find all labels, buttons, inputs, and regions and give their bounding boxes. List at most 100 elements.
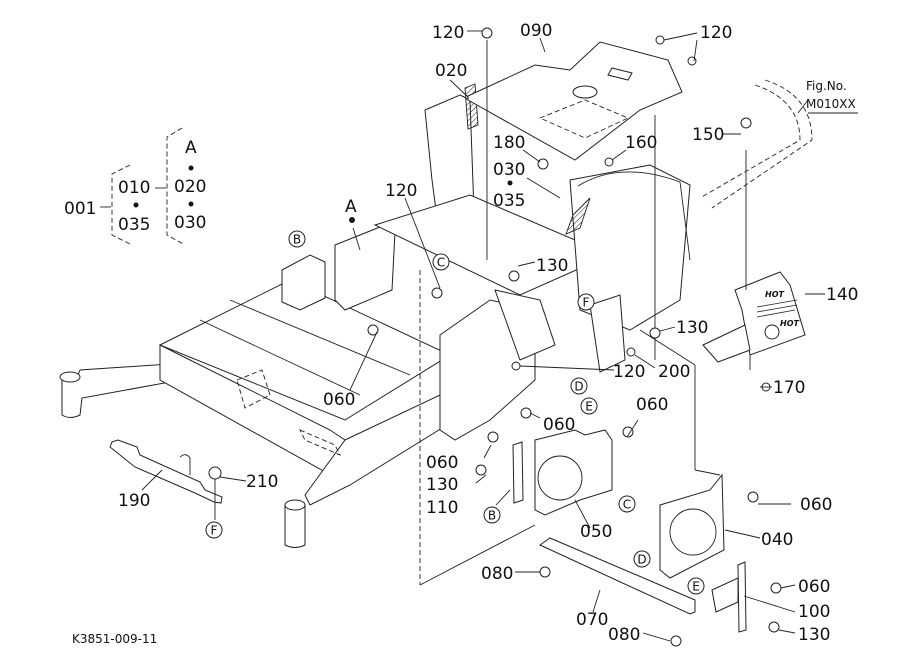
callout-130: 130 (536, 256, 568, 276)
referenced-handrail: Fig.No. M010XX (699, 79, 858, 209)
callout-190: 190 (118, 491, 150, 511)
center-tower (494, 289, 556, 361)
right-post (589, 294, 626, 373)
callout-dot (349, 217, 355, 223)
figure-code: K3851-009-11 (72, 632, 157, 646)
tree-level2-item: 030 (174, 213, 206, 233)
fig-no-value: M010XX (806, 97, 856, 111)
bolt-head (481, 27, 493, 39)
callout-labels: 120 090 120 020 180 160 150 030 035 120 … (118, 21, 858, 645)
callout-030: 030 (493, 160, 525, 180)
marker-D: D (633, 550, 651, 568)
leader-line (797, 99, 809, 114)
svg-text:E: E (585, 400, 593, 414)
roll-bar (577, 171, 691, 261)
hot-decal-bottom: HOT (780, 319, 799, 328)
tree-level1-item: 010 (118, 178, 150, 198)
hidden-outline (538, 99, 630, 139)
bolt-head (511, 361, 521, 371)
callout-035: 035 (493, 191, 525, 211)
svg-text:C: C (623, 498, 631, 512)
bracket-040 (659, 473, 725, 579)
right-caster-tube (284, 504, 306, 548)
tree-dot (133, 202, 139, 208)
heat-shield (734, 271, 806, 356)
callout-080: 080 (608, 625, 640, 645)
reference-line (694, 469, 721, 476)
bolt-head (487, 431, 499, 443)
bolt-head (655, 35, 665, 45)
marker-B: B (483, 506, 501, 524)
handrail-outline (711, 79, 813, 209)
tree-bracket-2 (166, 127, 186, 246)
floor-plate-090 (467, 40, 683, 360)
fig-no-label: Fig.No. (806, 79, 847, 93)
callout-210: 210 (246, 472, 278, 492)
marker-D: D (570, 377, 588, 395)
hot-decal-top: HOT (765, 290, 784, 299)
svg-text:F: F (583, 296, 590, 310)
fasteners (208, 27, 782, 647)
assembly-tree: 001 010 035 A 020 030 (64, 127, 206, 246)
shield-vent-slots (756, 299, 798, 318)
leader-lines (141, 30, 825, 642)
callout-060: 060 (636, 395, 668, 415)
tree-dot (188, 201, 194, 207)
bolt-head (740, 117, 752, 129)
tree-level2-item: 020 (174, 177, 206, 197)
reference-line (419, 524, 536, 586)
marker-F: F (577, 293, 595, 311)
svg-text:B: B (293, 233, 301, 247)
marker-F: F (205, 521, 223, 539)
main-frame (59, 83, 721, 586)
callout-100: 100 (798, 602, 830, 622)
left-mount-bracket (281, 254, 326, 311)
svg-text:E: E (692, 580, 700, 594)
bracket-050-cutout (537, 455, 583, 501)
callout-140: 140 (826, 285, 858, 305)
callout-180: 180 (493, 133, 525, 153)
callout-150: 150 (692, 125, 724, 145)
bracket-050 (534, 429, 613, 516)
bracket-040-cutout (669, 508, 717, 556)
callout-070: 070 (576, 610, 608, 630)
bolt-head (431, 287, 443, 299)
nut (768, 621, 780, 633)
nut (508, 270, 520, 282)
callout-060: 060 (800, 495, 832, 515)
tree-level1-item: 035 (118, 215, 150, 235)
tree-level2-header: A (185, 138, 197, 158)
nut (475, 464, 487, 476)
bolt-head (622, 426, 634, 438)
callout-050: 050 (580, 522, 612, 542)
heat-shield-140: HOT HOT (702, 150, 806, 370)
marker-E: E (580, 397, 598, 415)
handrail-outline (699, 84, 801, 199)
callout-060: 060 (323, 390, 355, 410)
shield-step (702, 324, 751, 363)
bracket-190-hook (179, 454, 191, 475)
bolt-head (537, 158, 549, 170)
right-tank-support (569, 164, 691, 331)
seat-support-bracket-a (334, 224, 396, 311)
floor-plate (467, 41, 683, 161)
frame-rail-line (199, 319, 361, 396)
callout-170: 170 (773, 378, 805, 398)
nut (649, 327, 661, 339)
callout-130: 130 (798, 625, 830, 645)
shield-knob (764, 324, 780, 340)
hidden-bracket (236, 369, 271, 409)
tree-dot (188, 165, 194, 171)
lower-brackets (512, 429, 747, 633)
callout-120: 120 (385, 181, 417, 201)
plate-hole (572, 85, 598, 99)
callout-120: 120 (432, 23, 464, 43)
marker-C: C (432, 253, 450, 271)
callout-120: 120 (700, 23, 732, 43)
bracket-190 (109, 439, 223, 504)
plate-100 (737, 561, 747, 633)
marker-E: E (687, 577, 705, 595)
callout-040: 040 (761, 530, 793, 550)
